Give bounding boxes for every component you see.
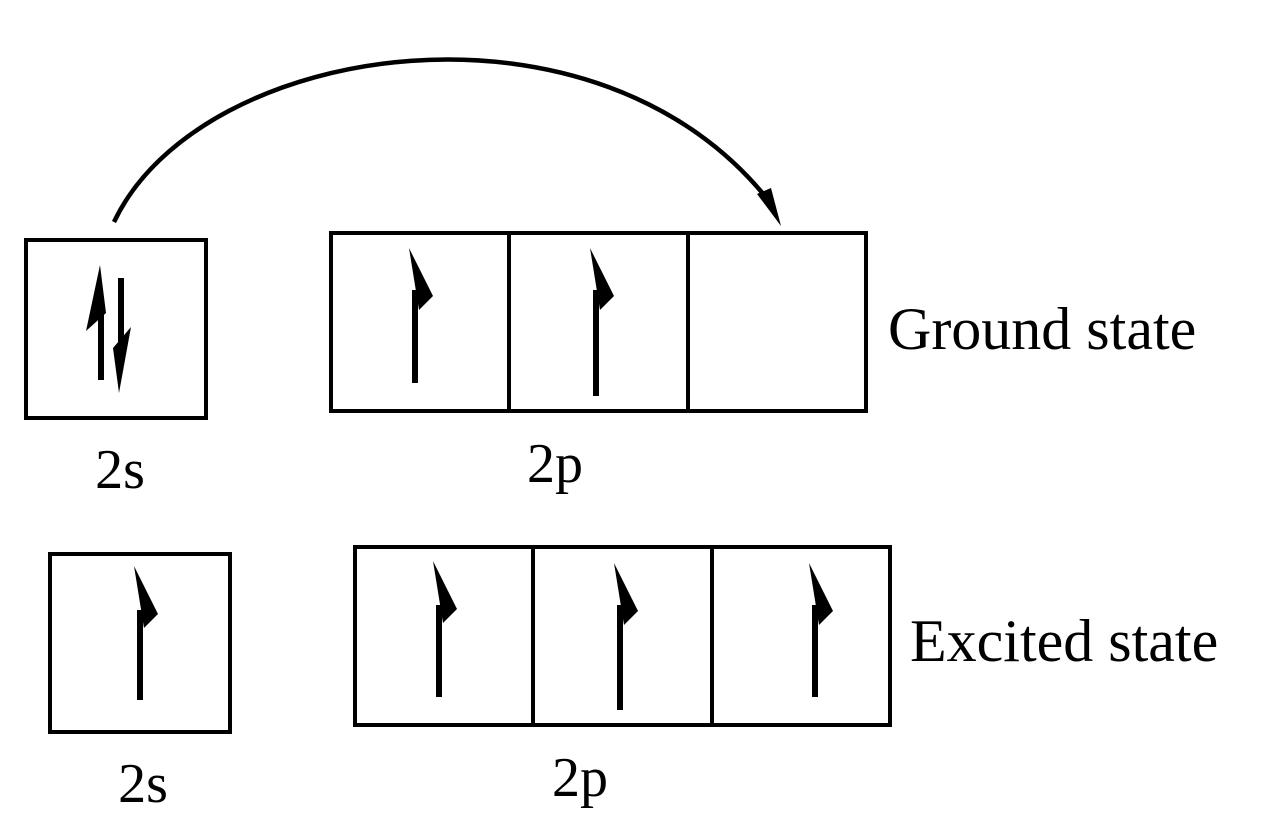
ground-2p-box — [329, 231, 868, 413]
excited-2p-orbital-2-electron-up — [614, 563, 638, 710]
excited-2s-orbital — [48, 552, 232, 734]
ground-2s-orbital — [24, 238, 208, 420]
ground-2s-electron-down — [113, 278, 131, 393]
excited-2p-orbital-1-electron-up — [433, 561, 457, 697]
excited-2p-orbital-3-electron-up — [809, 563, 833, 697]
excited-2p-orbitals — [353, 545, 892, 727]
ground-state-label: Ground state — [888, 296, 1196, 362]
excited-state-label: Excited state — [910, 608, 1218, 674]
excitation-arrow-head — [757, 188, 781, 226]
ground-2s-label: 2s — [95, 439, 145, 501]
excited-2s-electron-up — [134, 566, 158, 700]
excited-2s-box — [48, 552, 232, 734]
excited-2p-label: 2p — [552, 747, 608, 809]
excited-2s-label: 2s — [118, 753, 168, 815]
excited-2p-box — [353, 545, 892, 727]
ground-2p-orbital-1-electron-up — [409, 248, 433, 383]
ground-2s-electron-up — [86, 265, 106, 380]
ground-state-row: 2s 2p Ground state — [24, 231, 1196, 501]
ground-2p-orbital-2-electron-up — [590, 248, 614, 396]
ground-2s-box — [24, 238, 208, 420]
excited-state-row: 2s 2p Excited state — [48, 545, 1218, 815]
ground-2p-orbitals — [329, 231, 868, 413]
ground-2p-label: 2p — [527, 433, 583, 495]
excitation-arrow — [111, 57, 781, 226]
excitation-arrow-curve — [111, 57, 774, 223]
